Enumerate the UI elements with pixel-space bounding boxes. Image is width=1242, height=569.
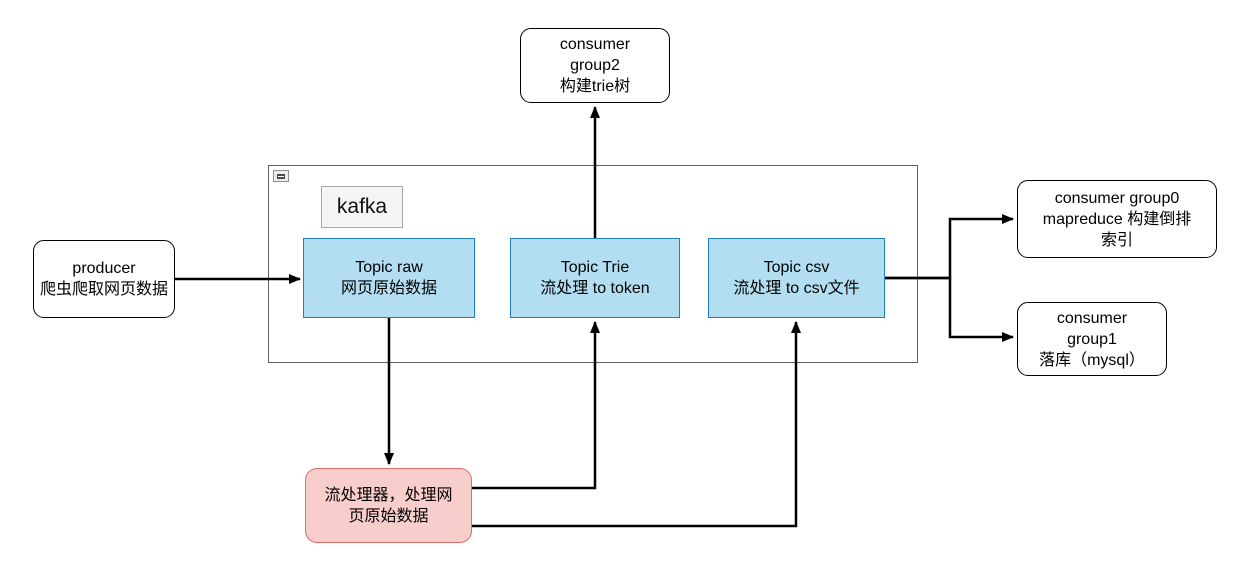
node-producer[interactable]: producer 爬虫爬取网页数据 xyxy=(33,240,175,318)
node-stream-processor[interactable]: 流处理器，处理网 页原始数据 xyxy=(305,468,472,543)
node-consumer-group0[interactable]: consumer group0 mapreduce 构建倒排 索引 xyxy=(1017,180,1217,258)
node-consumer-group1[interactable]: consumer group1 落库（mysql） xyxy=(1017,302,1167,376)
node-topic-trie[interactable]: Topic Trie 流处理 to token xyxy=(510,238,680,318)
node-topic-raw[interactable]: Topic raw 网页原始数据 xyxy=(303,238,475,318)
collapse-button[interactable] xyxy=(273,170,289,182)
kafka-container-label: kafka xyxy=(321,186,403,228)
node-topic-csv[interactable]: Topic csv 流处理 to csv文件 xyxy=(708,238,885,318)
minus-icon xyxy=(277,173,285,179)
node-consumer-group2[interactable]: consumer group2 构建trie树 xyxy=(520,28,670,103)
